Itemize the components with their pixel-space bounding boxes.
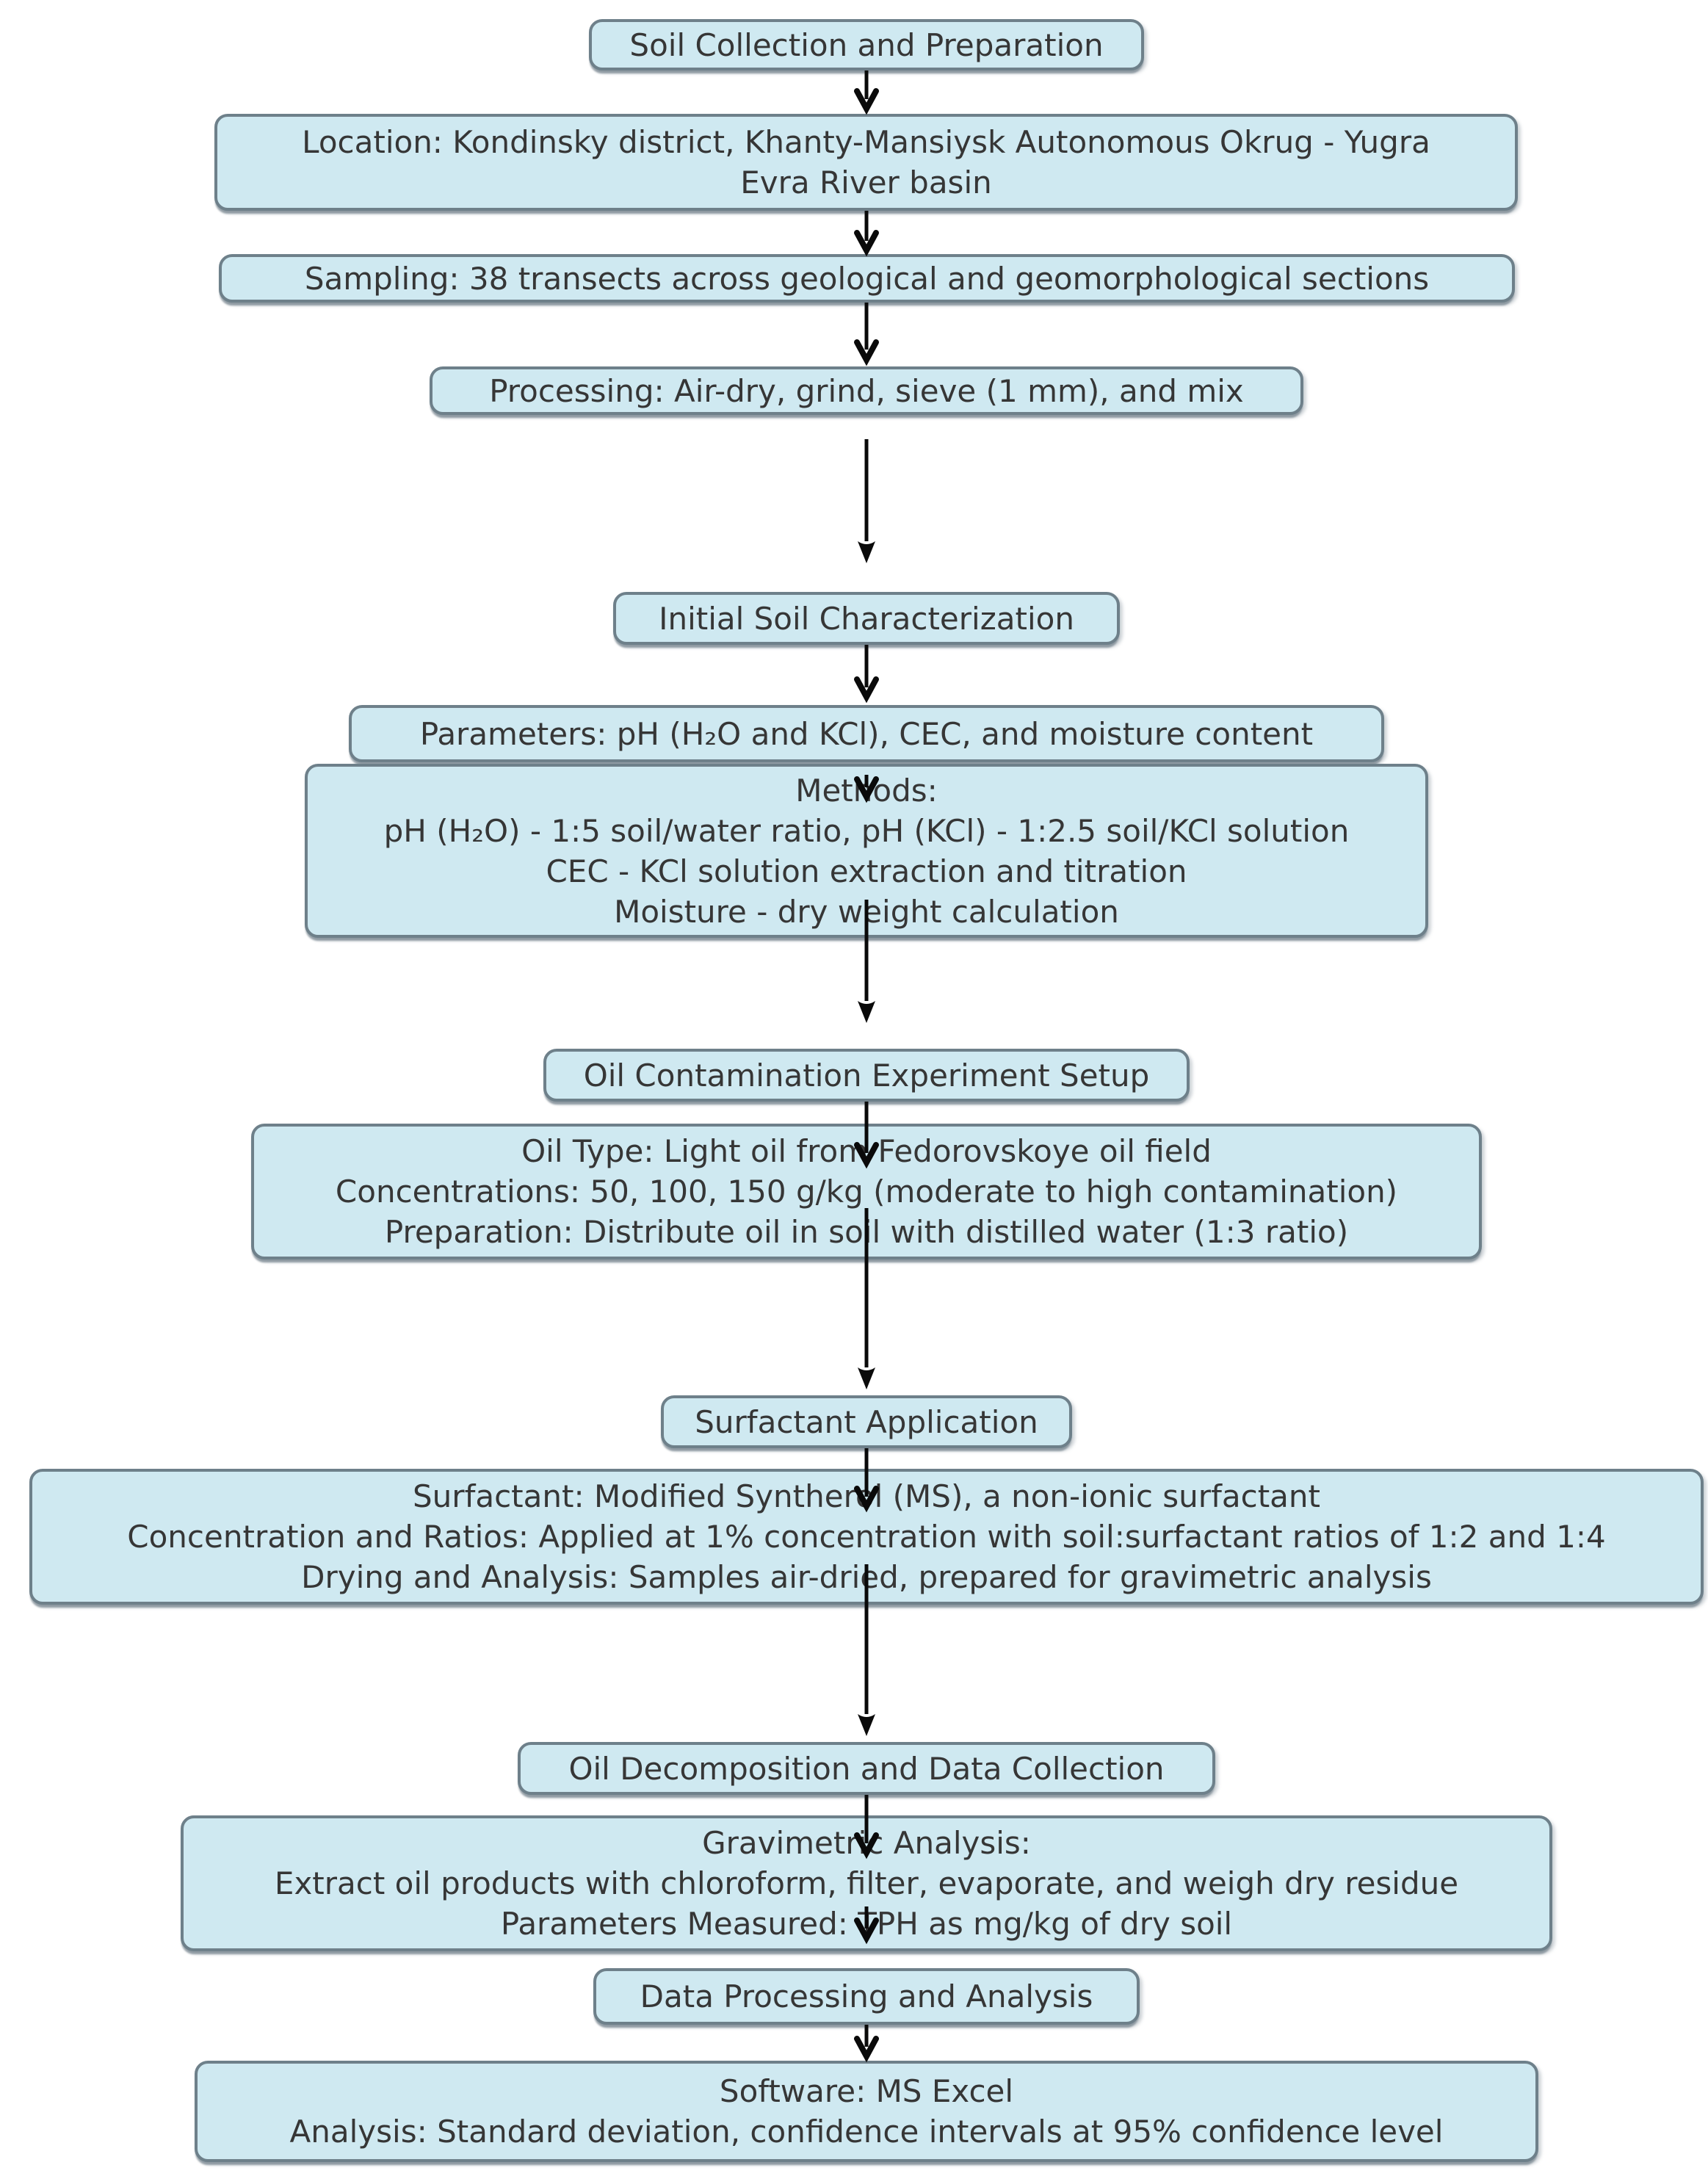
node-line: CEC - KCl solution extraction and titrat… [546, 853, 1187, 889]
node-surfactant-details: Surfactant: Modified Syntherol (MS), a n… [29, 1469, 1704, 1605]
node-location: Location: Kondinsky district, Khanty-Man… [214, 114, 1518, 211]
node-line: Extract oil products with chloroform, fi… [274, 1865, 1459, 1901]
node-line: Software: MS Excel [719, 2073, 1014, 2109]
node-line: Oil Contamination Experiment Setup [583, 1057, 1150, 1094]
node-gravimetric-details: Gravimetric Analysis: Extract oil produc… [181, 1815, 1552, 1951]
node-data-processing-header: Data Processing and Analysis [593, 1968, 1140, 2025]
node-line: Initial Soil Characterization [659, 600, 1074, 637]
node-oil-decomposition-header: Oil Decomposition and Data Collection [518, 1742, 1215, 1795]
node-line: Oil Decomposition and Data Collection [568, 1750, 1165, 1787]
node-methods: Methods: pH (H₂O) - 1:5 soil/water ratio… [305, 764, 1428, 938]
node-line: Surfactant Application [695, 1403, 1038, 1440]
node-parameters: Parameters: pH (H₂O and KCl), CEC, and m… [349, 705, 1384, 762]
node-line: Data Processing and Analysis [640, 1978, 1093, 2014]
node-surfactant-application-header: Surfactant Application [661, 1395, 1072, 1448]
node-sampling: Sampling: 38 transects across geological… [219, 254, 1515, 303]
node-soil-collection-header: Soil Collection and Preparation [589, 19, 1144, 71]
node-line: Evra River basin [740, 165, 992, 200]
node-line: pH (H₂O) - 1:5 soil/water ratio, pH (KCl… [383, 812, 1350, 849]
node-line: Surfactant: Modified Syntherol (MS), a n… [413, 1478, 1320, 1514]
node-line: Moisture - dry weight calculation [614, 893, 1119, 930]
node-oil-contamination-details: Oil Type: Light oil from Fedorovskoye oi… [251, 1124, 1482, 1259]
node-line: Analysis: Standard deviation, confidence… [289, 2114, 1444, 2150]
node-line: Drying and Analysis: Samples air-dried, … [301, 1559, 1432, 1595]
node-line: Methods: [795, 772, 938, 809]
node-line: Gravimetric Analysis: [702, 1825, 1031, 1861]
node-line: Sampling: 38 transects across geological… [304, 260, 1430, 297]
node-processing: Processing: Air-dry, grind, sieve (1 mm)… [430, 366, 1303, 415]
node-line: Processing: Air-dry, grind, sieve (1 mm)… [489, 372, 1244, 409]
node-line: Preparation: Distribute oil in soil with… [384, 1214, 1349, 1250]
node-oil-contamination-setup-header: Oil Contamination Experiment Setup [543, 1049, 1190, 1102]
node-software-details: Software: MS Excel Analysis: Standard de… [195, 2061, 1538, 2162]
node-line: Oil Type: Light oil from Fedorovskoye oi… [521, 1133, 1212, 1169]
node-line: Parameters: pH (H₂O and KCl), CEC, and m… [419, 715, 1314, 752]
node-line: Location: Kondinsky district, Khanty-Man… [302, 124, 1430, 160]
node-line: Soil Collection and Preparation [629, 26, 1104, 63]
node-line: Concentrations: 50, 100, 150 g/kg (moder… [335, 1174, 1398, 1210]
node-line: Concentration and Ratios: Applied at 1% … [127, 1519, 1606, 1555]
node-initial-soil-characterization-header: Initial Soil Characterization [613, 592, 1120, 645]
node-line: Parameters Measured: TPH as mg/kg of dry… [500, 1906, 1233, 1942]
